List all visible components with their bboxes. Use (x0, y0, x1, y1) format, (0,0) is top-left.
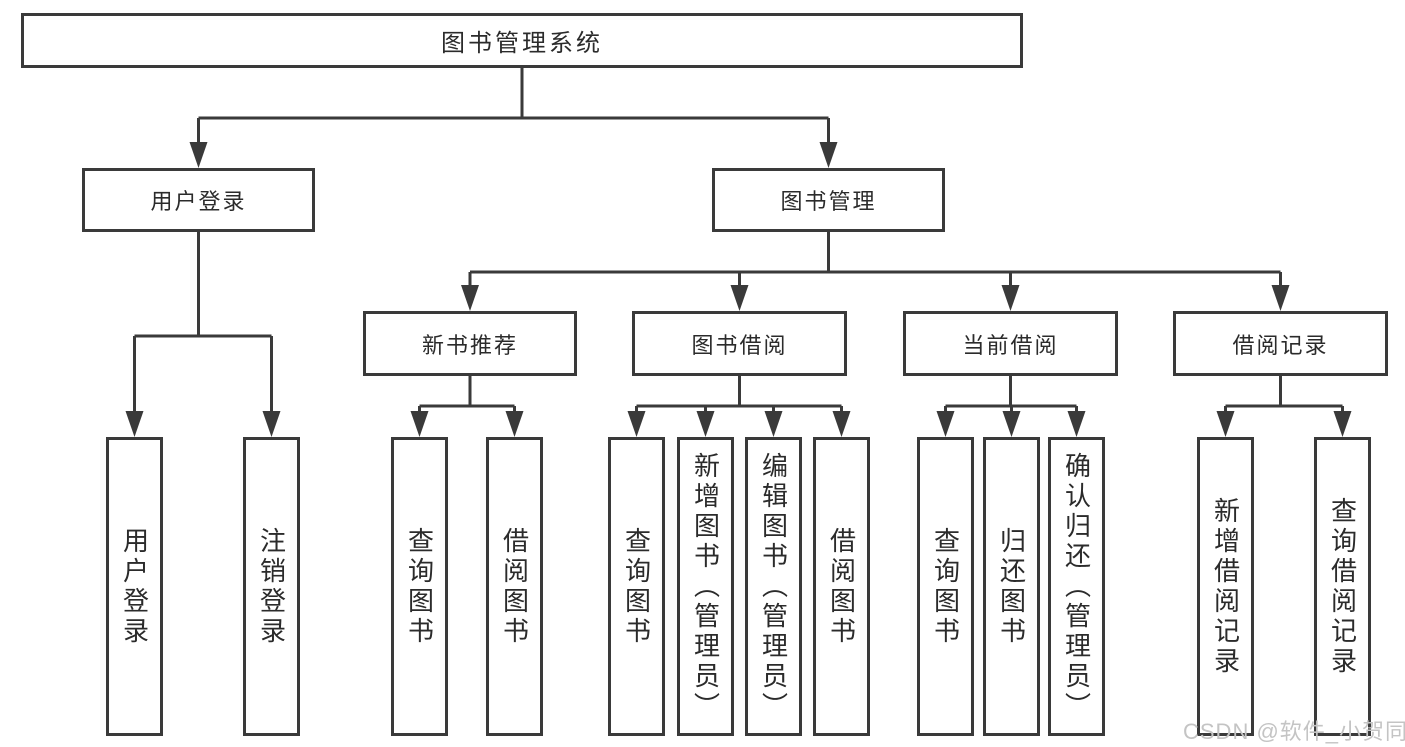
leaf-edit-book-admin: 编辑图书（管理员） (745, 437, 802, 736)
leaf-user-login-label: 用户登录 (119, 526, 150, 647)
leaf-confirm-return-admin-label: 确认归还（管理员） (1061, 451, 1092, 722)
node-current-borrowing-label: 当前借阅 (962, 332, 1059, 358)
node-library-system-label: 图书管理系统 (441, 30, 603, 57)
connector-currentborrow-to-leaves (936, 376, 1086, 437)
leaf-logout: 注销登录 (243, 437, 300, 736)
leaf-query-books-3: 查询图书 (917, 437, 974, 736)
leaf-add-borrow-record-label: 新增借阅记录 (1210, 496, 1241, 677)
leaf-confirm-return-admin: 确认归还（管理员） (1048, 437, 1105, 736)
leaf-add-book-admin-label: 新增图书（管理员） (690, 451, 721, 722)
node-borrowing-records-label: 借阅记录 (1232, 332, 1329, 358)
node-user-login-label: 用户登录 (150, 189, 247, 214)
leaf-borrow-books-2-label: 借阅图书 (826, 526, 857, 647)
leaf-query-borrow-record-label: 查询借阅记录 (1327, 496, 1358, 677)
leaf-logout-label: 注销登录 (256, 526, 287, 647)
connector-bookborrow-to-leaves (627, 376, 851, 437)
node-book-borrowing-label: 图书借阅 (691, 332, 788, 358)
leaf-borrow-books-1: 借阅图书 (486, 437, 543, 736)
leaf-borrow-books-2: 借阅图书 (813, 437, 870, 736)
leaf-add-borrow-record: 新增借阅记录 (1197, 437, 1254, 736)
connector-newbook-to-leaves (410, 376, 524, 437)
csdn-watermark: CSDN @软件_小贺同学 (1183, 719, 1405, 744)
leaf-query-books-1: 查询图书 (391, 437, 448, 736)
node-book-management-label: 图书管理 (780, 189, 877, 214)
connector-root-to-level2 (189, 68, 838, 168)
leaf-query-books-2: 查询图书 (608, 437, 665, 736)
connector-borrowrecords-to-leaves (1216, 376, 1352, 437)
node-new-book-recommend: 新书推荐 (363, 311, 577, 376)
leaf-query-books-1-label: 查询图书 (404, 526, 435, 647)
leaf-query-books-2-label: 查询图书 (621, 526, 652, 647)
node-current-borrowing: 当前借阅 (903, 311, 1118, 376)
leaf-user-login: 用户登录 (106, 437, 163, 736)
node-borrowing-records: 借阅记录 (1173, 311, 1388, 376)
node-user-login: 用户登录 (82, 168, 315, 232)
leaf-return-book: 归还图书 (983, 437, 1040, 736)
leaf-query-borrow-record: 查询借阅记录 (1314, 437, 1371, 736)
node-new-book-recommend-label: 新书推荐 (421, 332, 518, 358)
node-book-borrowing: 图书借阅 (632, 311, 847, 376)
node-book-management: 图书管理 (712, 168, 945, 232)
node-library-system: 图书管理系统 (21, 13, 1023, 68)
connector-bookmgmt-to-level3 (461, 232, 1290, 311)
leaf-return-book-label: 归还图书 (996, 526, 1027, 647)
leaf-add-book-admin: 新增图书（管理员） (677, 437, 734, 736)
connector-userlogin-to-leaves (125, 232, 281, 437)
leaf-edit-book-admin-label: 编辑图书（管理员） (758, 451, 789, 722)
leaf-borrow-books-1-label: 借阅图书 (499, 526, 530, 647)
leaf-query-books-3-label: 查询图书 (930, 526, 961, 647)
